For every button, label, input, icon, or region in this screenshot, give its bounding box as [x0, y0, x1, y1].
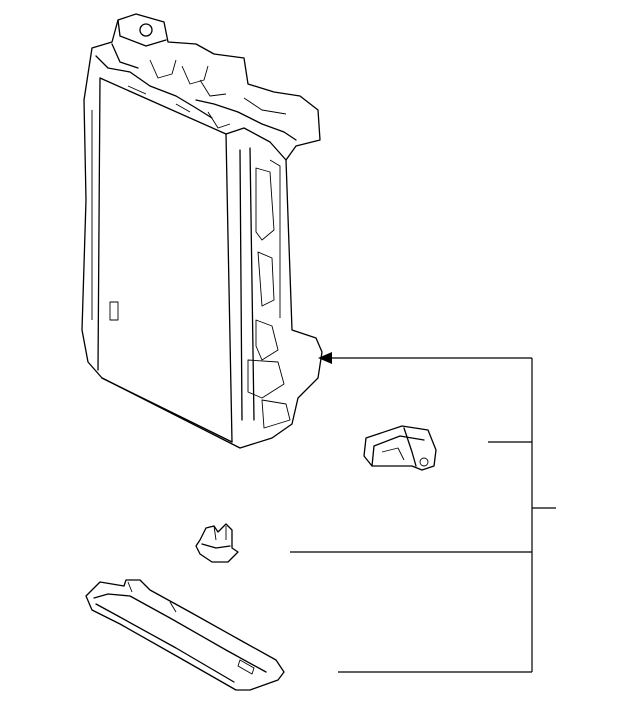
arrowhead-icon — [318, 352, 332, 364]
fuse-block-housing — [81, 13, 323, 449]
callout-leaders — [290, 352, 556, 673]
bottom-cover-tray — [85, 579, 285, 691]
retainer-clip — [363, 425, 437, 471]
small-retainer-clip — [195, 523, 239, 563]
